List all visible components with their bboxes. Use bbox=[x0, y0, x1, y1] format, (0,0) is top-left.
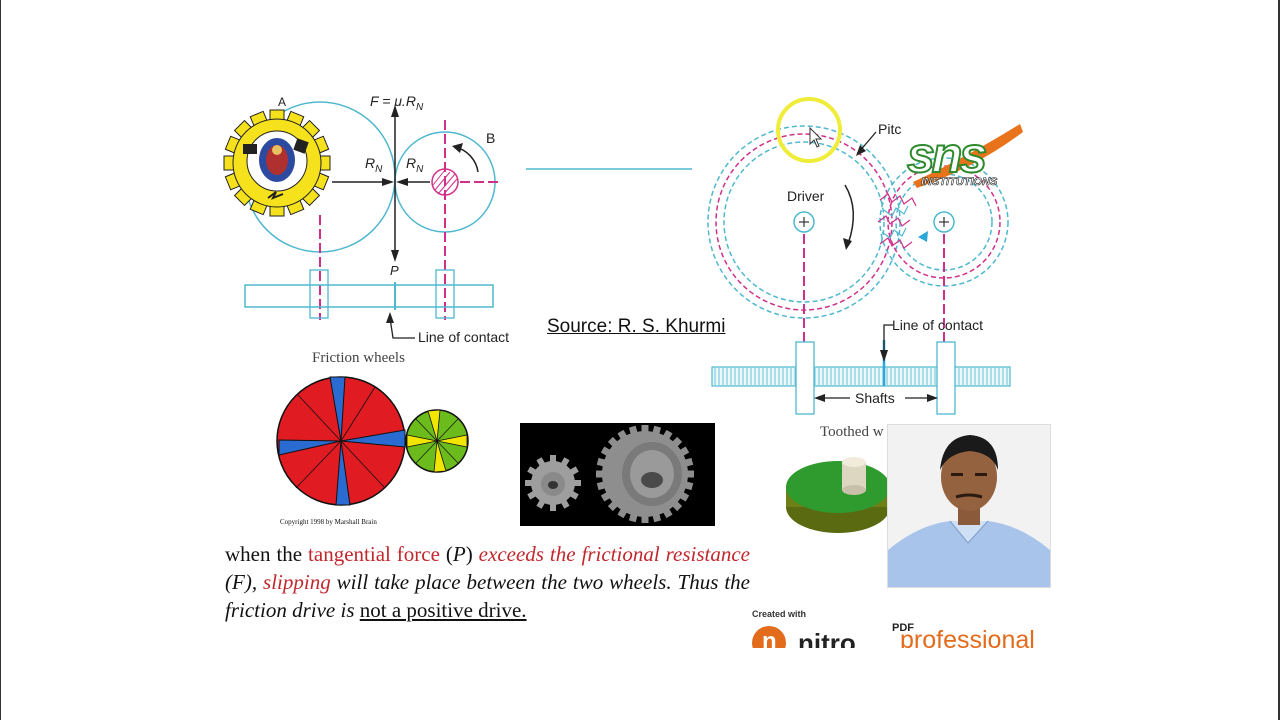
line-of-contact-right-label: Line of contact bbox=[892, 317, 983, 333]
frame-right-border bbox=[1278, 0, 1280, 720]
sns-logo-subtext: INSTITUTIONS bbox=[921, 176, 998, 189]
para-p-symbol: P bbox=[452, 542, 466, 566]
cursor-highlight bbox=[776, 97, 842, 163]
webcam-presenter bbox=[887, 424, 1051, 588]
para-slipping: slipping bbox=[263, 570, 331, 594]
toothed-wheels-diagram: Pitc Driver Line of contact Shafts bbox=[707, 121, 1011, 415]
nitro-created-with: Created with bbox=[752, 609, 807, 619]
nitro-pdf-watermark: n nitro PDF professional bbox=[752, 622, 1050, 648]
svg-text:RN: RN bbox=[365, 155, 383, 175]
svg-text:F = μ.RN: F = μ.RN bbox=[370, 93, 424, 113]
caption-friction-wheels: Friction wheels bbox=[312, 350, 405, 366]
force-label: F = μ.R bbox=[370, 93, 416, 109]
point-a-label: A bbox=[278, 95, 286, 109]
friction-wheel-pie-large bbox=[276, 376, 406, 506]
para-text-2: will take place between the two wheels. … bbox=[225, 570, 750, 622]
pitch-label: Pitc bbox=[878, 121, 901, 137]
line-of-contact-left-label: Line of contact bbox=[418, 329, 509, 345]
college-seal-icon bbox=[223, 109, 331, 217]
driver-label: Driver bbox=[787, 188, 825, 204]
nitro-pdf-text: PDF bbox=[892, 622, 914, 634]
mouse-cursor-icon bbox=[809, 126, 823, 148]
nitro-logo-icon: n bbox=[752, 626, 786, 648]
point-b-label: B bbox=[486, 130, 495, 146]
friction-wheels-diagram: F = μ.RN A B RN RN P Line of contact bbox=[244, 93, 509, 345]
shafts-label: Shafts bbox=[855, 390, 895, 406]
para-text-1: when the bbox=[225, 542, 309, 566]
explanation-paragraph: when the tangential force (P) exceeds th… bbox=[225, 542, 750, 622]
green-gear-image bbox=[786, 457, 890, 533]
svg-text:RN: RN bbox=[406, 155, 424, 175]
para-not-positive-drive: not a positive drive. bbox=[359, 598, 527, 622]
nitro-professional-text: professional bbox=[900, 626, 1035, 648]
rn-left-label: R bbox=[365, 155, 375, 171]
force-label-sub: N bbox=[416, 102, 424, 113]
sns-logo-text: sns bbox=[906, 126, 988, 184]
frame-left-border bbox=[0, 0, 1, 720]
para-tangential-force: tangential force bbox=[308, 542, 440, 566]
sns-institutions-logo: sns INSTITUTIONS bbox=[905, 118, 1030, 198]
rn-right-label: R bbox=[406, 155, 416, 171]
source-citation: Source: R. S. Khurmi bbox=[547, 316, 726, 337]
copyright-note: Copyright 1998 by Marshall Brain bbox=[280, 518, 377, 526]
para-exceeds-frictional: exceeds the frictional resistance bbox=[478, 542, 750, 566]
caption-toothed-wheels: Toothed w bbox=[820, 424, 884, 440]
friction-wheel-pie-small bbox=[405, 409, 469, 473]
gears-image bbox=[520, 423, 715, 526]
nitro-brand-text: nitro bbox=[798, 628, 856, 648]
point-p-label: P bbox=[390, 263, 399, 278]
